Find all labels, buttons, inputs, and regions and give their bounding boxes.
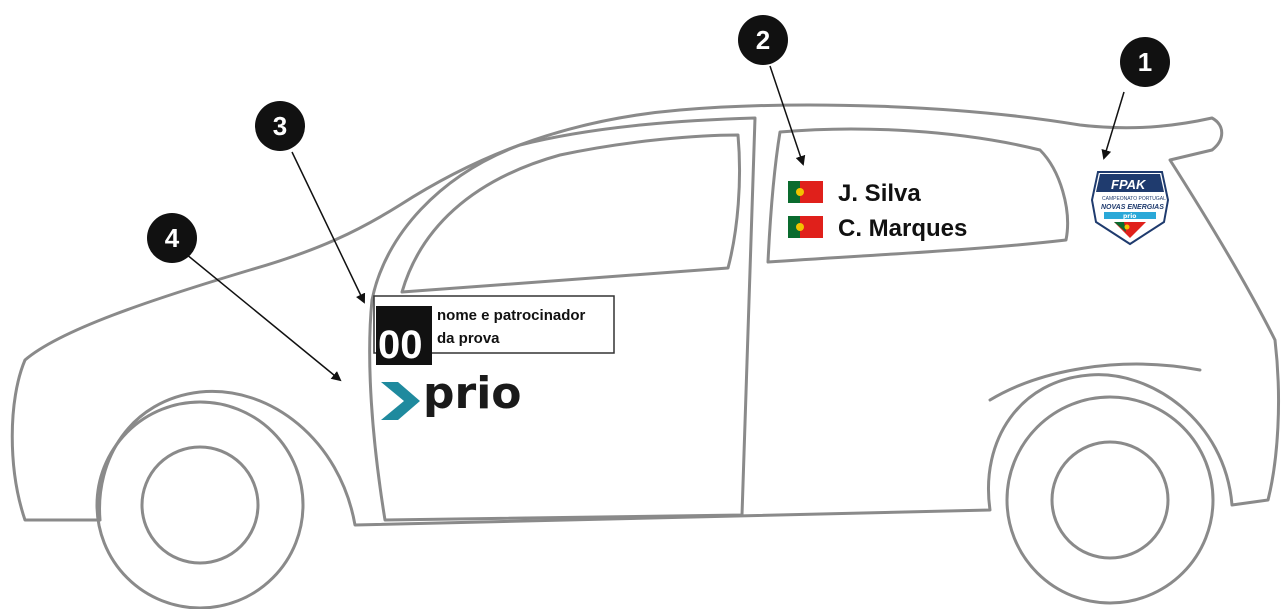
rear-arch-line [988,362,1202,402]
badge-line1: CAMPEONATO PORTUGAL [1102,196,1166,202]
rear-window [766,127,1070,264]
crew-panel: J. Silva C. Marques [788,180,967,242]
badge-title: FPAK [1111,177,1147,192]
car-outline [10,103,1280,609]
badge-line2: NOVAS ENERGIAS [1101,204,1164,211]
leader-lines [185,65,1125,382]
codriver-name: C. Marques [838,215,967,242]
arrow-4 [185,253,342,382]
plate-number: 00 [378,323,423,367]
marker-1: 1 [1120,37,1170,87]
badge-sponsor-bar [1104,212,1156,219]
front-wheel-outer [95,400,305,609]
rear-wheel-outer [1005,395,1215,605]
marker-2: 2 [738,15,788,65]
marker-1-number: 1 [1138,47,1152,77]
plate-number-box [376,306,432,365]
front-door [368,116,757,522]
flag-driver [788,181,823,203]
prio-logo: prio [381,368,522,420]
door-plate: 00 nome e patrocinador da prova [373,295,615,367]
prio-wordmark: prio [423,368,522,419]
fpak-badge: FPAK CAMPEONATO PORTUGAL NOVAS ENERGIAS … [1090,171,1170,246]
prio-chevron-icon [381,382,420,420]
car-body [10,103,1280,527]
front-window [400,133,742,294]
marker-3-number: 3 [273,111,287,141]
front-wheel-inner [140,445,260,565]
marker-2-number: 2 [756,25,770,55]
badge-flag-icon [1114,222,1146,238]
arrow-1 [1101,91,1125,160]
badge-sponsor: prio [1123,213,1136,220]
badge-top [1096,174,1164,192]
marker-3: 3 [255,101,305,151]
rear-wheel-inner [1050,440,1170,560]
arrow-2 [769,65,806,166]
plate-line2: da prova [437,330,500,347]
plate-line1: nome e patrocinador [437,307,586,324]
driver-name: J. Silva [838,180,921,207]
flag-codriver [788,216,823,238]
marker-4-number: 4 [165,223,180,253]
marker-4: 4 [147,213,197,263]
arrow-3 [291,151,366,304]
